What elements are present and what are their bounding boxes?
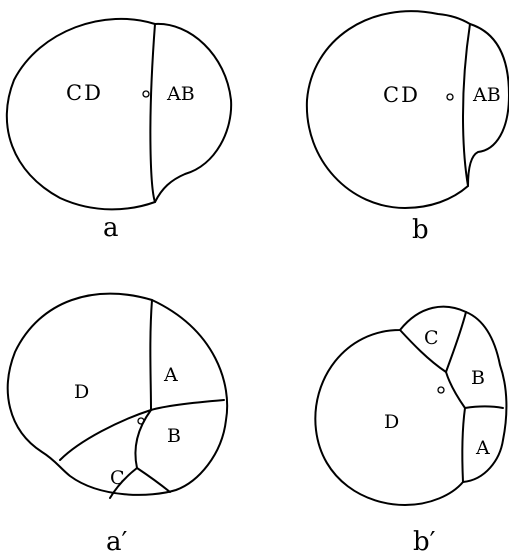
polar-body-marker	[437, 386, 445, 394]
cell-label-AB: AB	[472, 84, 501, 106]
cleavage-line	[149, 299, 153, 411]
cell-CD-outline	[305, 10, 471, 209]
cleavage-line	[464, 405, 504, 409]
panel-a-prime: D A B C a′	[6, 292, 229, 554]
cell-label-C: C	[110, 467, 125, 489]
polar-body-marker	[446, 93, 454, 101]
panel-label-b-prime: b′	[413, 527, 436, 554]
embryo-outline	[6, 292, 229, 496]
cleavage-line	[461, 407, 466, 483]
cell-label-AB: AB	[166, 83, 195, 105]
cell-label-B: B	[167, 425, 181, 447]
cell-label-A: A	[163, 364, 178, 386]
cell-label-CD: CD	[383, 83, 420, 107]
cell-label-C: C	[424, 327, 439, 349]
cell-label-CD: CD	[66, 81, 103, 105]
cell-CD-outline	[5, 17, 156, 211]
polar-body-marker	[142, 90, 150, 98]
cell-label-B: B	[471, 367, 485, 389]
cleavage-line	[399, 329, 447, 373]
panel-label-b: b	[412, 215, 429, 245]
panel-a: CD AB a	[5, 17, 233, 243]
panel-label-a-prime: a′	[106, 527, 128, 554]
panel-b-prime: D C B A b′	[314, 305, 508, 554]
cleavage-line	[109, 467, 138, 499]
cell-AB-outline	[467, 23, 509, 187]
cleavage-line	[445, 311, 467, 373]
embryo-outline	[314, 305, 508, 506]
panel-label-a: a	[103, 213, 119, 243]
cleavage-line	[59, 409, 152, 461]
cleavage-line	[134, 409, 171, 493]
cleavage-line	[445, 371, 466, 409]
cell-label-D: D	[74, 381, 89, 403]
cell-AB-outline	[154, 22, 233, 203]
cell-label-D: D	[384, 411, 399, 433]
cleavage-line	[150, 399, 225, 411]
panel-b: CD AB b	[305, 10, 509, 245]
polar-body-marker	[137, 417, 145, 425]
cell-label-A: A	[475, 437, 490, 459]
